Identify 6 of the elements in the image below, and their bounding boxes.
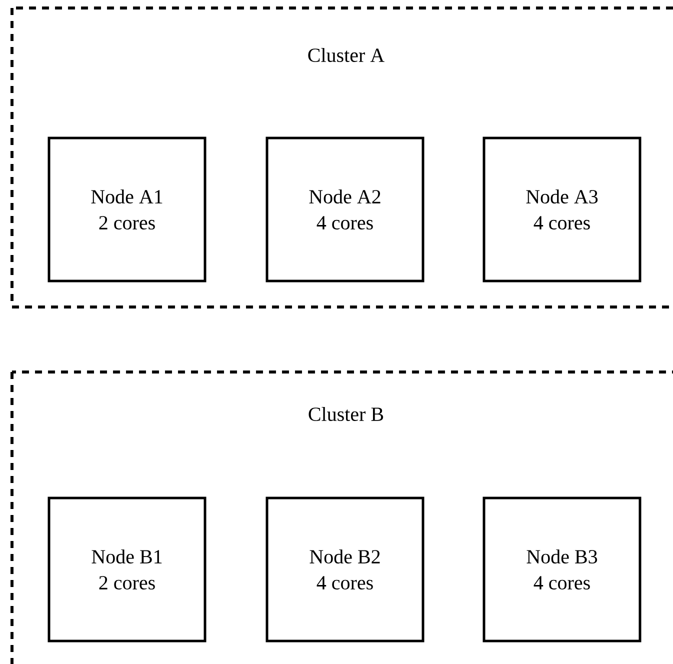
node-box: Node B3 4 cores [482,496,642,642]
node-box: Node B2 4 cores [266,496,424,642]
node-box: Node A2 4 cores [266,136,424,282]
node-box: Node A1 2 cores [48,136,206,282]
node-box: Node B1 2 cores [48,496,206,642]
node-box: Node A3 4 cores [482,136,642,282]
